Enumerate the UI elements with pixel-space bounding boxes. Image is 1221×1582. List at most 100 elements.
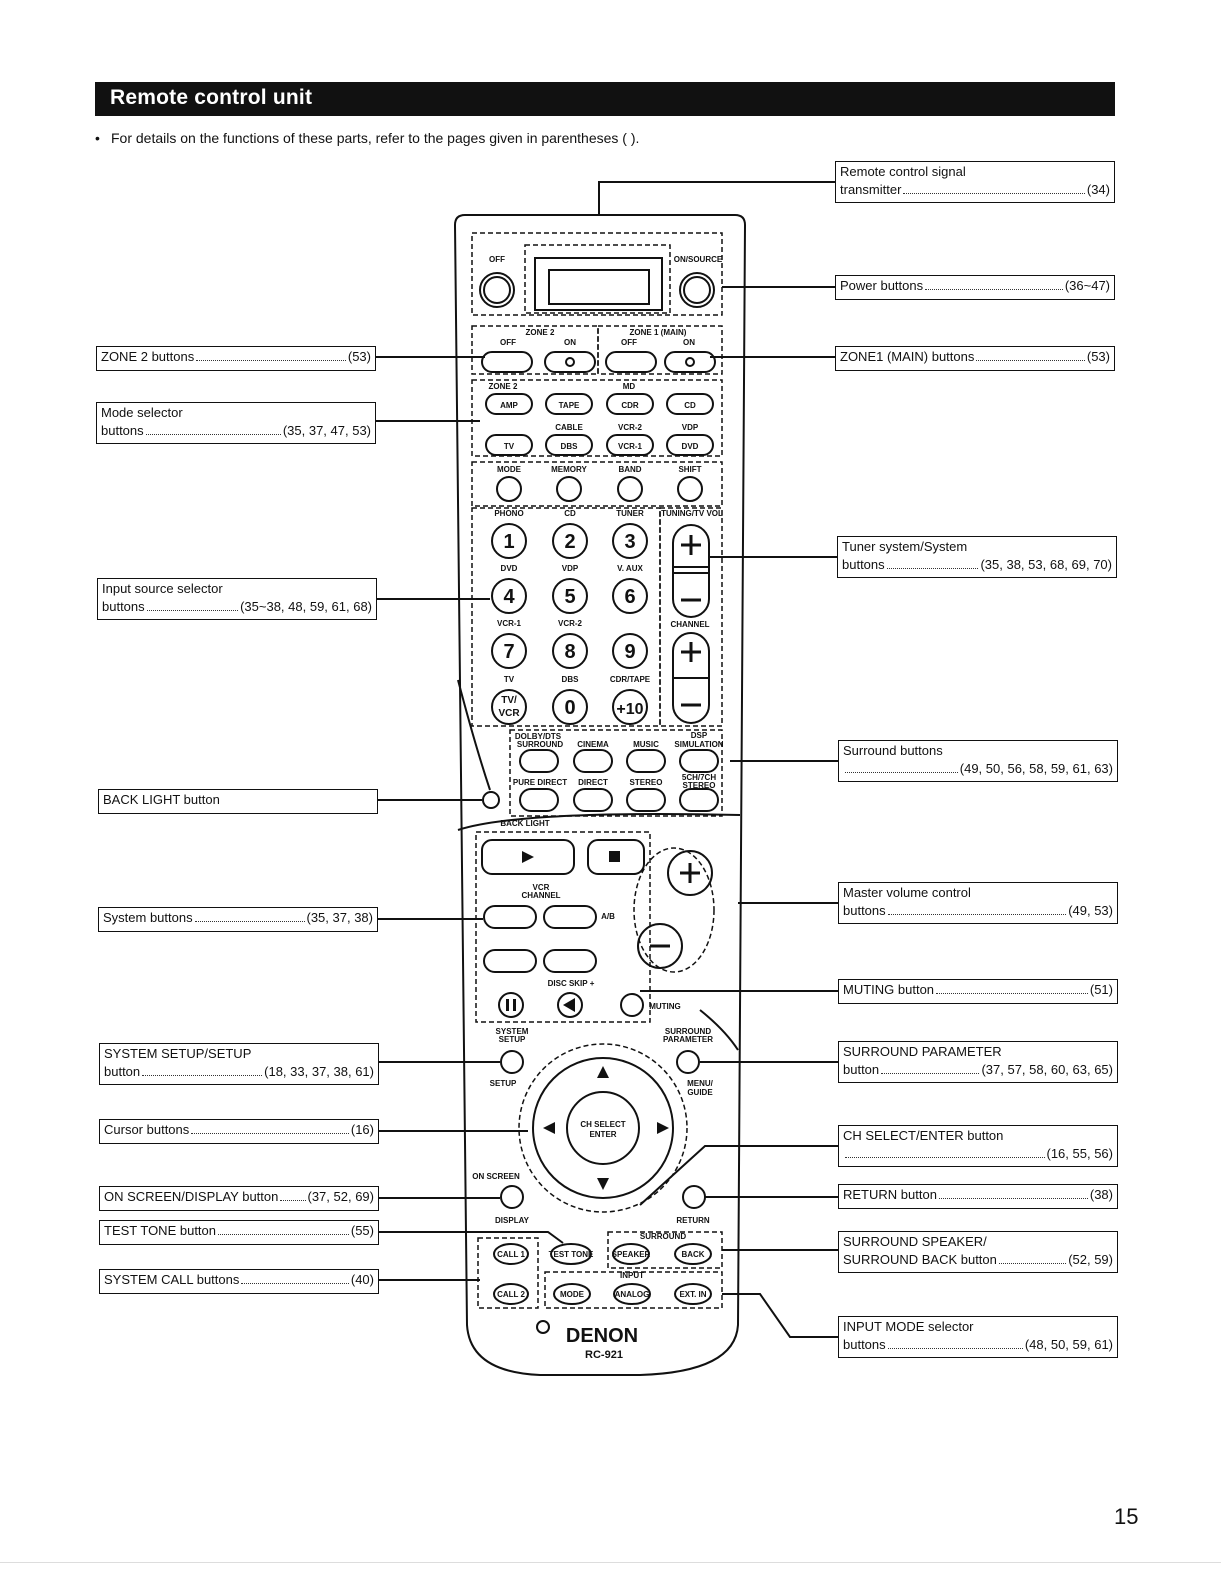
callout-muting: MUTING button(51)	[838, 979, 1118, 1004]
remote-label: CALL 1	[497, 1250, 525, 1259]
remote-label: ON	[564, 338, 576, 347]
remote-label: CINEMA	[577, 740, 609, 749]
remote-label: SIMULATION	[674, 740, 723, 749]
remote-label: CD	[564, 509, 576, 518]
svg-text:6: 6	[624, 586, 635, 608]
remote-label: DISPLAY	[495, 1216, 530, 1225]
callout-return: RETURN button(38)	[838, 1184, 1118, 1209]
svg-text:4: 4	[503, 586, 515, 608]
remote-label: CABLE	[555, 423, 583, 432]
remote-label: ENTER	[589, 1130, 616, 1139]
svg-text:+10: +10	[616, 701, 643, 718]
remote-label: VDP	[562, 564, 579, 573]
remote-label: DBS	[562, 675, 580, 684]
callout-zone1: ZONE1 (MAIN) buttons(53)	[835, 346, 1115, 371]
remote-label: ON	[683, 338, 695, 347]
remote-label: SURROUND	[640, 1232, 686, 1241]
remote-label: ON SCREEN	[472, 1172, 520, 1181]
remote-label: CDR/TAPE	[610, 675, 651, 684]
remote-label: PURE DIRECT	[513, 778, 567, 787]
remote-label: MODE	[497, 465, 522, 474]
svg-text:VCR: VCR	[498, 708, 520, 719]
remote-label: 5CH/7CH	[682, 773, 716, 782]
callout-backlight: BACK LIGHT button	[98, 789, 378, 814]
remote-label: SURROUND	[517, 740, 563, 749]
remote-label: MUTING	[649, 1002, 681, 1011]
svg-text:0: 0	[564, 697, 575, 719]
remote-label: GUIDE	[687, 1088, 713, 1097]
svg-text:7: 7	[503, 641, 514, 663]
remote-label: BACK LIGHT	[500, 819, 549, 828]
remote-label: CH SELECT	[580, 1120, 625, 1129]
remote-label: ZONE 2	[489, 382, 518, 391]
remote-label: AMP	[500, 401, 518, 410]
svg-text:3: 3	[624, 531, 635, 553]
remote-label: BAND	[618, 465, 641, 474]
remote-label: CDR	[621, 401, 639, 410]
remote-label: SETUP	[499, 1035, 526, 1044]
remote-label: RC-921	[585, 1349, 623, 1361]
callout-input: Input source selector buttons(35~38, 48,…	[97, 578, 377, 620]
remote-label: DENON	[566, 1325, 638, 1347]
intro-note: •For details on the functions of these p…	[95, 130, 639, 146]
callout-mastervol: Master volume control buttons(49, 53)	[838, 882, 1118, 924]
remote-label: INPUT	[620, 1271, 644, 1280]
callout-onscreen: ON SCREEN/DISPLAY button(37, 52, 69)	[99, 1186, 379, 1211]
remote-label: DBS	[561, 442, 579, 451]
svg-text:8: 8	[564, 641, 575, 663]
remote-label: ZONE 2	[526, 328, 555, 337]
remote-label: A/B	[601, 912, 615, 921]
svg-text:2: 2	[564, 531, 575, 553]
callout-surround: Surround buttons (49, 50, 56, 58, 59, 61…	[838, 740, 1118, 782]
remote-label: SETUP	[490, 1079, 517, 1088]
remote-label: VCR	[533, 883, 550, 892]
remote-label: BACK	[681, 1250, 704, 1259]
section-title-bar: Remote control unit	[95, 82, 1115, 116]
remote-label: DOLBY/DTS	[515, 732, 562, 741]
callout-tuner: Tuner system/System buttons(35, 38, 53, …	[837, 536, 1117, 578]
remote-label: TV	[504, 442, 515, 451]
callout-system: System buttons(35, 37, 38)	[98, 907, 378, 932]
remote-label: MEMORY	[551, 465, 587, 474]
callout-surrspeaker: SURROUND SPEAKER/ SURROUND BACK button(5…	[838, 1231, 1118, 1273]
remote-label: OFF	[621, 338, 637, 347]
remote-label: VDP	[682, 423, 699, 432]
remote-label: VCR-1	[618, 442, 643, 451]
callout-testtone: TEST TONE button(55)	[99, 1220, 379, 1245]
on-source-button	[679, 272, 715, 308]
bullet-icon: •	[95, 130, 100, 146]
svg-text:1: 1	[503, 531, 514, 553]
callout-syssetup: SYSTEM SETUP/SETUP button(18, 33, 37, 38…	[99, 1043, 379, 1085]
svg-text:9: 9	[624, 641, 635, 663]
remote-label: OFF	[489, 255, 505, 264]
remote-label: CHANNEL	[670, 620, 709, 629]
callout-chselect: CH SELECT/ENTER button (16, 55, 56)	[838, 1125, 1118, 1167]
callout-surrparam: SURROUND PARAMETER button(37, 57, 58, 60…	[838, 1041, 1118, 1083]
remote-label: SHIFT	[678, 465, 701, 474]
page-number: 15	[1114, 1504, 1139, 1529]
remote-label: VCR-2	[558, 619, 583, 628]
remote-label: ANALOG	[615, 1290, 650, 1299]
svg-text:5: 5	[564, 586, 575, 608]
remote-label: CALL 2	[497, 1290, 525, 1299]
remote-label: TUNING/TV VOL	[661, 509, 723, 518]
callout-inputmode: INPUT MODE selector buttons(48, 50, 59, …	[838, 1316, 1118, 1358]
remote-label: DISC SKIP +	[548, 979, 595, 988]
remote-label: PHONO	[494, 509, 523, 518]
callout-power: Power buttons(36~47)	[835, 275, 1115, 300]
section-title: Remote control unit	[110, 86, 313, 109]
remote-label: SYSTEM	[496, 1027, 529, 1036]
remote-label: MUSIC	[633, 740, 659, 749]
remote-label: STEREO	[630, 778, 663, 787]
remote-label: DIRECT	[578, 778, 608, 787]
remote-label: TUNER	[616, 509, 644, 518]
remote-label: ZONE 1 (MAIN)	[630, 328, 687, 337]
svg-text:TV/: TV/	[501, 695, 517, 706]
remote-label: VCR-1	[497, 619, 522, 628]
remote-label: PARAMETER	[663, 1035, 713, 1044]
callout-mode: Mode selector buttons(35, 37, 47, 53)	[96, 402, 376, 444]
remote-label: ON/SOURCE	[674, 255, 723, 264]
remote-body	[453, 214, 747, 1376]
remote-label: VCR-2	[618, 423, 643, 432]
